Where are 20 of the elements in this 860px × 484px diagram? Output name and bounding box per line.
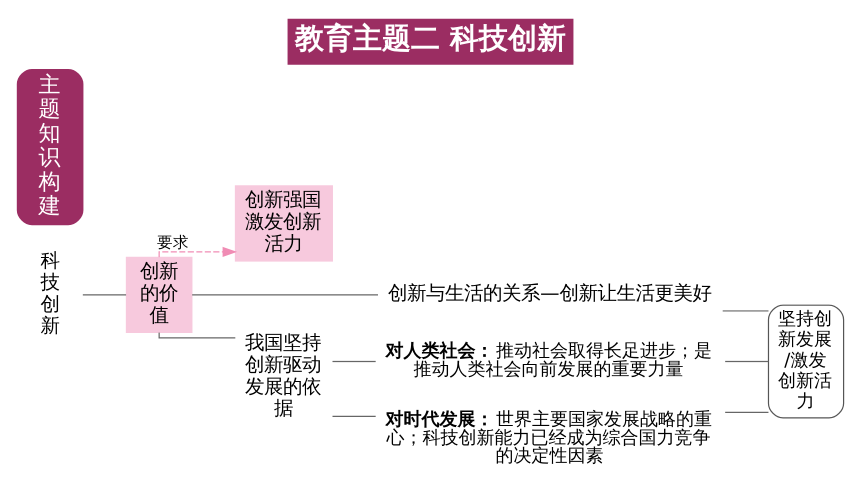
arrow xyxy=(158,246,237,257)
connector xyxy=(724,411,768,412)
node-box: 创新的价值 xyxy=(125,256,192,333)
connector xyxy=(192,294,378,295)
edge-label: 要求 xyxy=(156,232,188,252)
node-text: 对人类社会：推动社会取得长足进步；是推动人类社会向前发展的重要力量 xyxy=(385,340,712,380)
node-box: 主题知识构建 xyxy=(16,68,83,225)
node-text: 创新与生活的关系—创新让生活更美好 xyxy=(388,280,711,304)
connector xyxy=(82,294,126,295)
node-box: 创新强国激发创新活力 xyxy=(234,184,332,262)
node-text: 我国坚持创新驱动发展的依据 xyxy=(244,330,321,420)
connector xyxy=(332,360,376,362)
node-box: 坚持创新发展/激发创新活力 xyxy=(767,304,844,418)
connector xyxy=(722,310,768,312)
node-text: 对时代发展：世界主要国家发展战略的重心；科技创新能力已经成为综合国力竞争的决定性因素 xyxy=(385,408,712,466)
connector xyxy=(332,415,376,416)
node-text: 科技创新 xyxy=(40,248,59,337)
connector xyxy=(158,332,235,338)
connector xyxy=(724,360,768,362)
diagram-title: 教育主题二 科技创新 xyxy=(294,20,566,55)
